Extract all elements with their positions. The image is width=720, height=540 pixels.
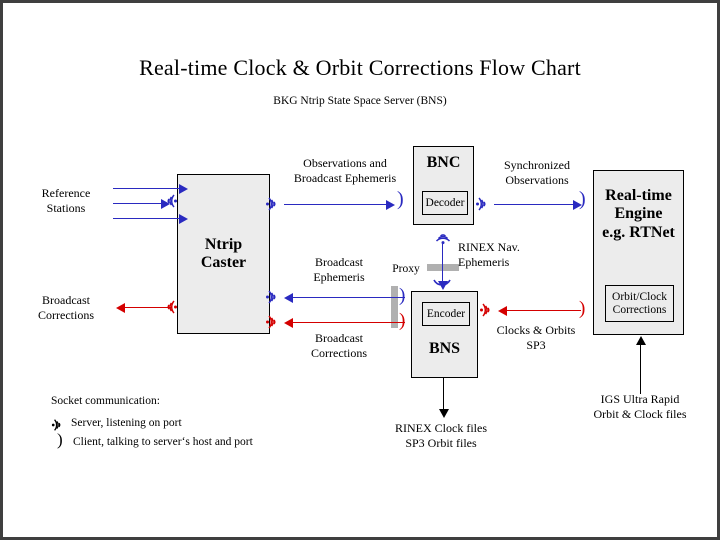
- synchronized-line1: Synchronized: [504, 158, 570, 172]
- arc-icon-bns-client-corr: ): [399, 310, 406, 331]
- arc-icon-bns-client-eph: ): [399, 285, 406, 306]
- broadcast-corrections-mid-line1: Broadcast: [315, 331, 363, 345]
- observations-line2: Broadcast Ephemeris: [293, 170, 397, 185]
- arc-icon-bns-client-top: [433, 279, 451, 289]
- legend-heading: Socket communication:: [51, 395, 160, 407]
- box-ntrip-caster-line1: Ntrip: [204, 235, 243, 253]
- rinex-files-line2: SP3 Orbit files: [405, 435, 477, 450]
- page-title: Real-time Clock & Orbit Corrections Flow…: [139, 55, 581, 80]
- broadcast-corrections-mid-line2: Corrections: [311, 345, 367, 360]
- label-broadcast-corrections-left: Broadcast Corrections: [19, 293, 113, 322]
- orbit-clock-line2: Corrections: [612, 303, 667, 316]
- antenna-icon-caster-right-corr: [266, 313, 282, 331]
- proxy-bar-horizontal: [427, 264, 459, 271]
- antenna-icon-caster-left-out: [161, 298, 177, 316]
- igs-line1: IGS Ultra Rapid: [600, 392, 680, 406]
- label-rinex-sp3-files: RINEX Clock files SP3 Orbit files: [379, 421, 503, 450]
- antenna-icon-caster-right-obs: [266, 195, 282, 213]
- page-subtitle: BKG Ntrip State Space Server (BNS): [273, 95, 447, 107]
- label-broadcast-corrections-mid: Broadcast Corrections: [298, 331, 380, 360]
- label-observations-broadcast-ephemeris: Observations and Broadcast Ephemeris: [275, 156, 415, 185]
- legend-client-label: Client, talking to server‘s host and por…: [73, 436, 253, 448]
- box-bns[interactable]: Encoder BNS: [411, 291, 478, 378]
- legend-server-label: Server, listening on port: [71, 417, 182, 429]
- label-igs-ultra-rapid: IGS Ultra Rapid Orbit & Clock files: [576, 392, 704, 421]
- antenna-icon-caster-right-eph: [266, 288, 282, 306]
- reference-stations-line2: Stations: [46, 200, 86, 215]
- broadcast-corrections-left-line2: Corrections: [38, 307, 94, 322]
- antenna-icon-bnc-right: [476, 195, 492, 213]
- clocks-orbits-line2: SP3: [526, 337, 546, 352]
- arc-icon-engine-client-out: ): [579, 298, 586, 319]
- rinex-files-line1: RINEX Clock files: [395, 421, 487, 435]
- clocks-orbits-line1: Clocks & Orbits: [496, 323, 576, 337]
- label-clocks-orbits-sp3: Clocks & Orbits SP3: [482, 323, 590, 352]
- broadcast-ephemeris-line2: Ephemeris: [313, 269, 365, 284]
- broadcast-ephemeris-line1: Broadcast: [315, 255, 363, 269]
- box-bns-encoder[interactable]: Encoder: [422, 302, 470, 326]
- rinex-nav-line2: Ephemeris: [458, 254, 510, 269]
- arc-icon-bnc-client-in: ): [397, 188, 404, 210]
- box-engine-orbit-clock-corrections[interactable]: Orbit/Clock Corrections: [605, 285, 674, 322]
- antenna-icon-legend: [51, 417, 67, 433]
- broadcast-corrections-left-line1: Broadcast: [42, 293, 90, 307]
- reference-stations-line1: Reference: [41, 186, 91, 200]
- box-bnc-title: BNC: [426, 154, 461, 171]
- box-engine-line1: Real-time: [605, 187, 672, 204]
- box-realtime-engine[interactable]: Real-time Engine e.g. RTNet Orbit/Clock …: [593, 170, 684, 335]
- orbit-clock-line1: Orbit/Clock: [612, 290, 667, 303]
- observations-line1: Observations and: [303, 156, 387, 170]
- synchronized-line2: Observations: [505, 172, 569, 187]
- antenna-icon-bns-right: [480, 301, 496, 319]
- box-ntrip-caster[interactable]: Ntrip Caster: [177, 174, 270, 334]
- box-engine-line2: Engine: [614, 205, 663, 223]
- label-reference-stations: Reference Stations: [21, 186, 111, 215]
- proxy-bar-vertical: [391, 286, 398, 328]
- box-ntrip-caster-line2: Caster: [200, 254, 247, 271]
- label-rinex-nav-ephemeris: RINEX Nav. Ephemeris: [458, 240, 536, 269]
- label-proxy: Proxy: [392, 263, 420, 275]
- box-bnc[interactable]: BNC Decoder: [413, 146, 474, 225]
- label-synchronized-observations: Synchronized Observations: [485, 158, 589, 187]
- rinex-nav-line1: RINEX Nav.: [458, 240, 520, 254]
- box-engine-line3: e.g. RTNet: [602, 223, 675, 241]
- arc-icon-engine-client-in: ): [579, 188, 586, 210]
- antenna-icon-caster-left-in: [161, 192, 177, 210]
- antenna-icon-bnc-bottom: [434, 228, 452, 245]
- igs-line2: Orbit & Clock files: [593, 406, 687, 421]
- box-bns-title: BNS: [428, 340, 461, 357]
- arc-icon-legend: ): [57, 430, 63, 449]
- box-bnc-decoder[interactable]: Decoder: [422, 191, 468, 215]
- label-broadcast-ephemeris: Broadcast Ephemeris: [298, 255, 380, 284]
